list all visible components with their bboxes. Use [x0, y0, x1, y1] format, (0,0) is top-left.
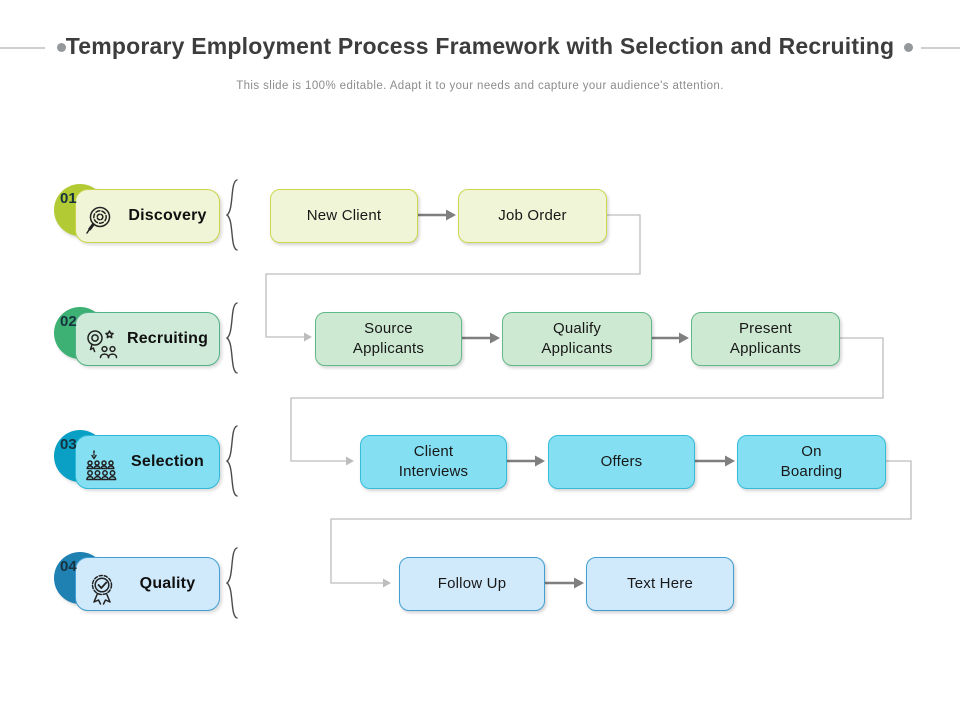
award-ribbon-check-icon: [84, 572, 120, 608]
stage-number: 04: [60, 558, 77, 575]
brace: [225, 179, 238, 251]
step-qualify-applicants: Qualify Applicants: [502, 312, 652, 366]
step-label: Text Here: [627, 574, 693, 592]
stage-label-text: Selection: [131, 453, 204, 470]
stage-label-quality: Quality: [75, 557, 220, 611]
recruiter-people-star-icon: [84, 327, 120, 363]
step-present-applicants: Present Applicants: [691, 312, 840, 366]
stage-label-recruiting: Recruiting: [75, 312, 220, 366]
brace: [225, 547, 238, 619]
step-label: Offers: [600, 452, 643, 470]
editable-note: This slide is 100% editable. Adapt it to…: [236, 80, 724, 92]
stage-label-discovery: Discovery: [75, 189, 220, 243]
step-on-boarding: On Boarding: [737, 435, 886, 489]
step-label: Job Order: [498, 206, 567, 224]
title-rule-left: [0, 47, 45, 49]
step-offers: Offers: [548, 435, 695, 489]
people-group-arrow-icon: [84, 450, 120, 486]
stage-label-text: Discovery: [128, 207, 207, 224]
page-title: Temporary Employment Process Framework w…: [65, 33, 895, 59]
stage-label-text: Quality: [139, 575, 196, 592]
step-label: Present Applicants: [729, 319, 802, 357]
step-label: On Boarding: [780, 442, 843, 480]
stage-number: 02: [60, 313, 77, 330]
step-follow-up: Follow Up: [399, 557, 545, 611]
step-label: New Client: [306, 206, 382, 224]
stage-number: 03: [60, 436, 77, 453]
stage-number: 01: [60, 190, 77, 207]
step-client-interviews: Client Interviews: [360, 435, 507, 489]
title-dot-left: [57, 43, 66, 52]
step-job-order: Job Order: [458, 189, 607, 243]
step-new-client: New Client: [270, 189, 418, 243]
brace: [225, 302, 238, 374]
step-label: Source Applicants: [352, 319, 425, 357]
stage-label-selection: Selection: [75, 435, 220, 489]
step-label: Qualify Applicants: [541, 319, 613, 357]
brace: [225, 425, 238, 497]
title-dot-right: [904, 43, 913, 52]
title-rule-right: [921, 47, 960, 49]
step-source-applicants: Source Applicants: [315, 312, 462, 366]
magnifier-fingerprint-icon: [84, 204, 120, 240]
stage-label-text: Recruiting: [126, 330, 209, 347]
step-text-here: Text Here: [586, 557, 734, 611]
step-label: Client Interviews: [398, 442, 469, 480]
step-label: Follow Up: [437, 574, 507, 592]
